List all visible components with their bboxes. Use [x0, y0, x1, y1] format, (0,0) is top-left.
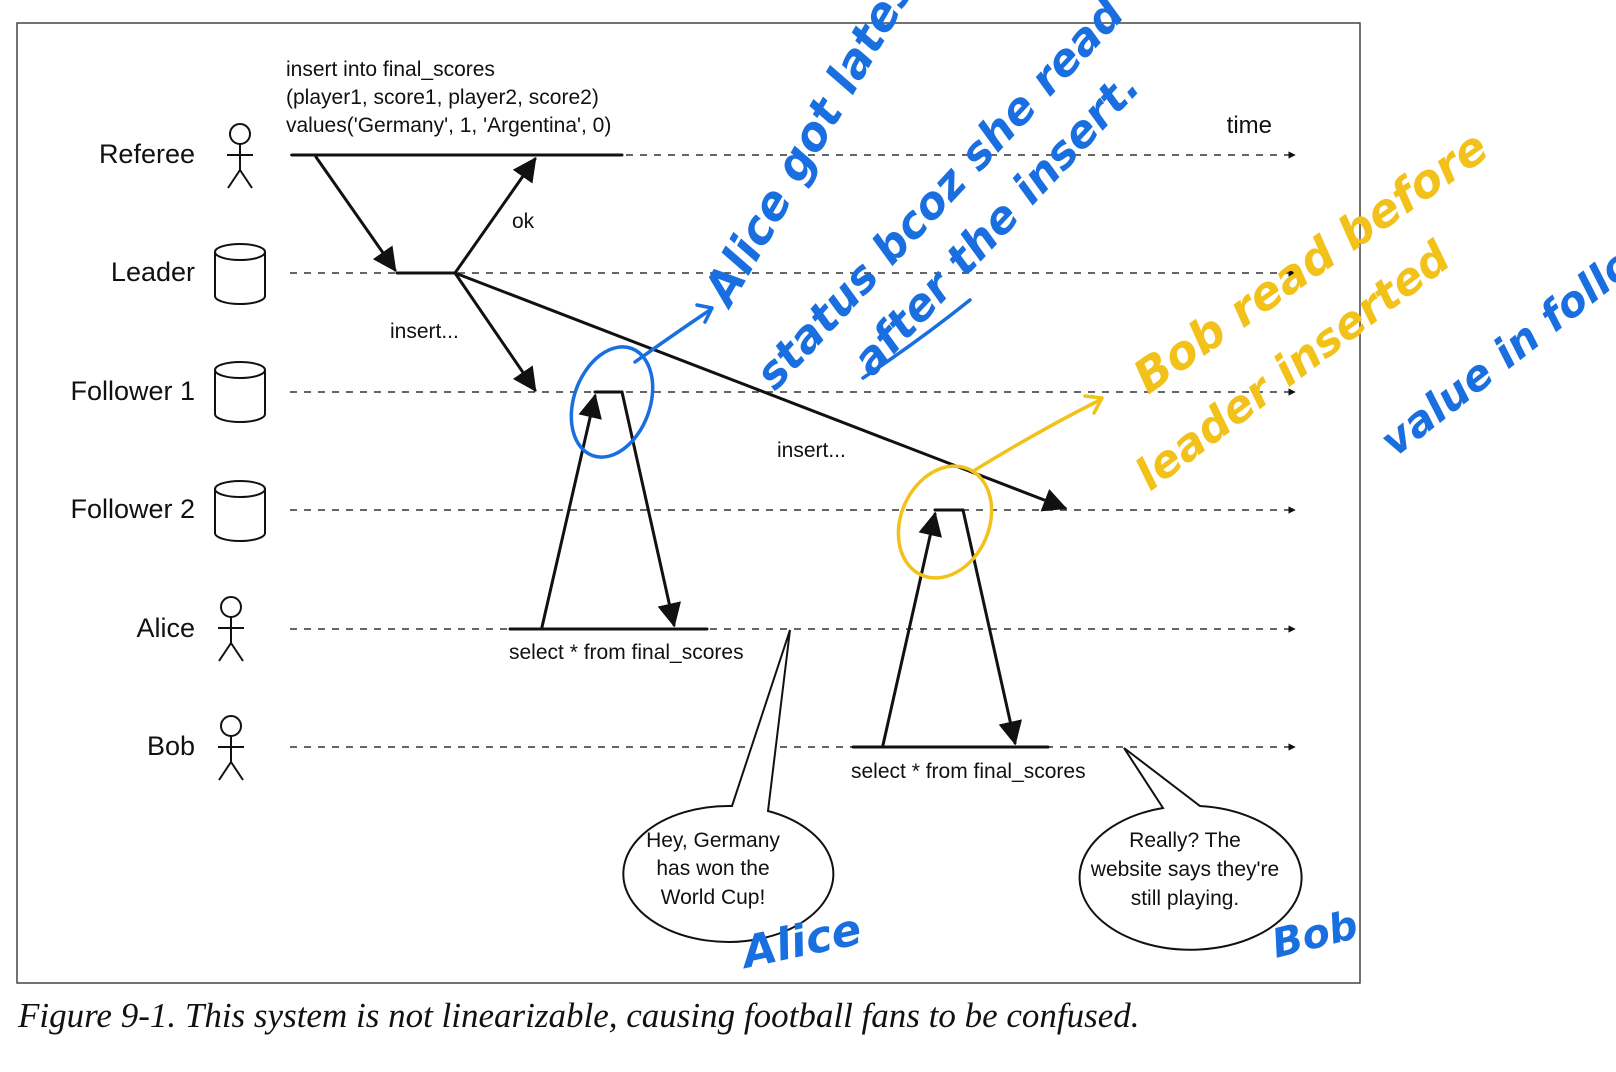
alice-read-request-arrow: [540, 393, 602, 629]
lane-label-alice: Alice: [136, 613, 195, 643]
blue-underline: [861, 298, 972, 380]
alice-query: select * from final_scores: [509, 641, 744, 664]
blue-pointer-arrow: [633, 308, 712, 364]
lane-label-leader: Leader: [111, 257, 195, 287]
insert-arrow-to-leader: [314, 155, 397, 272]
alice-bubble-line3: World Cup!: [661, 886, 766, 909]
lane-label-bob: Bob: [147, 731, 195, 761]
yellow-highlight-ellipse: [896, 464, 994, 580]
replicate-arrow-to-follower1: [453, 271, 537, 392]
time-axis-label: time: [1227, 112, 1272, 139]
lane-label-referee: Referee: [99, 139, 195, 169]
bob-speech-bubble: [1078, 747, 1303, 951]
yellow-pointer-arrowhead: [1083, 394, 1104, 415]
alice-speech-bubble: [622, 629, 835, 943]
referee-query-line2: (player1, score1, player2, score2): [286, 86, 599, 109]
database-cylinder-icon: [214, 480, 266, 542]
alice-read-response-arrow: [620, 390, 682, 628]
alice-bubble-line2: has won the: [656, 857, 769, 880]
alice-bubble-line1: Hey, Germany: [646, 829, 780, 852]
bob-query: select * from final_scores: [851, 760, 1086, 783]
lane-label-follower2: Follower 2: [70, 494, 195, 524]
insert-label-1: insert...: [390, 320, 459, 343]
yellow-pointer-arrow: [973, 398, 1102, 472]
stick-figure-icon: [227, 123, 253, 189]
blue-highlight-ellipse: [569, 345, 655, 459]
ok-arrow-to-referee: [453, 157, 537, 275]
ok-label: ok: [512, 210, 535, 233]
database-cylinder-icon: [214, 361, 266, 423]
bob-read-request-arrow: [881, 511, 942, 747]
lane-label-follower1: Follower 1: [70, 376, 195, 406]
referee-query-line1: insert into final_scores: [286, 58, 495, 81]
figure-frame: [16, 22, 1361, 984]
stick-figure-icon: [218, 715, 244, 781]
blue-pointer-arrowhead: [695, 303, 714, 324]
bob-bubble-line1: Really? The: [1129, 829, 1241, 852]
bob-read-response-arrow: [961, 508, 1023, 746]
figure-caption: Figure 9-1. This system is not lineariza…: [18, 996, 1140, 1035]
stick-figure-icon: [218, 596, 244, 662]
referee-query-line3: values('Germany', 1, 'Argentina', 0): [286, 114, 611, 137]
database-cylinder-icon: [214, 243, 266, 305]
insert-label-2: insert...: [777, 439, 846, 462]
bob-bubble-line3: still playing.: [1131, 887, 1240, 910]
bob-bubble-line2: website says they're: [1090, 858, 1279, 881]
